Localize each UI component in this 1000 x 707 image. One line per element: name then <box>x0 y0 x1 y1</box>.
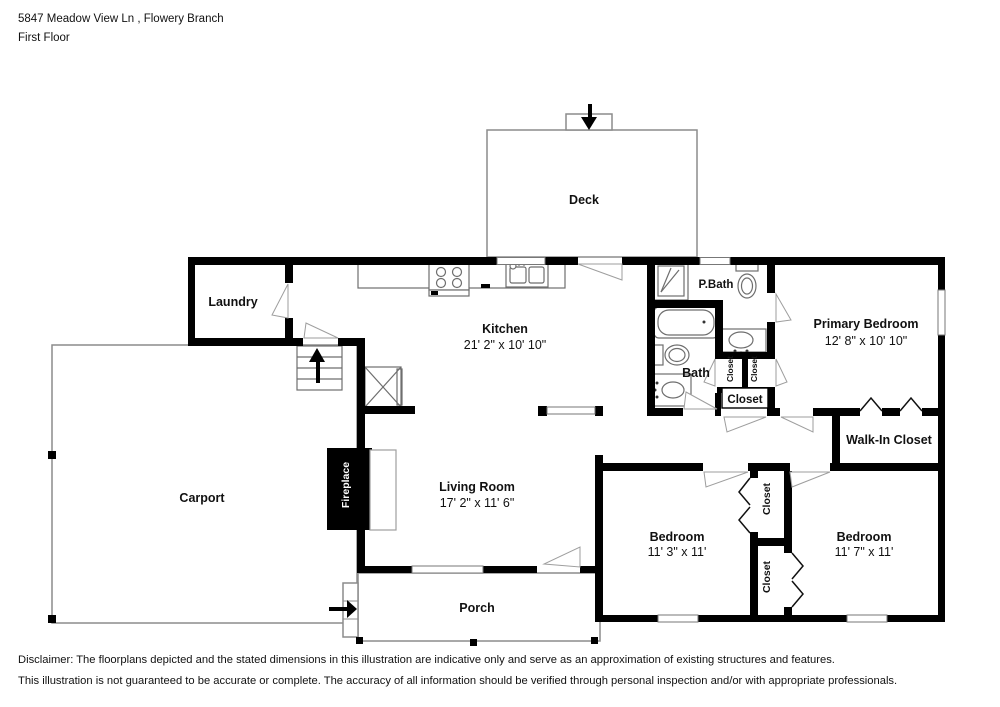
shower-door-line <box>660 267 672 293</box>
primary-bedroom-dims: 12' 8" x 10' 10" <box>825 334 907 348</box>
stove-burner <box>435 277 447 289</box>
fireplace-label: Fireplace <box>340 462 352 508</box>
stairs-up-arrow-shaft <box>316 359 320 383</box>
porch-entry-arrow-shaft <box>329 607 347 611</box>
laundry-door-swing <box>271 283 289 319</box>
disclaimer-line1: Disclaimer: The floorplans depicted and … <box>18 654 835 666</box>
faucet-dot <box>745 349 749 353</box>
stove-front <box>428 289 470 297</box>
hall-closet-door-swing <box>723 416 767 433</box>
stove-burner <box>435 266 447 278</box>
walkin-closet-door-mark <box>899 396 923 412</box>
address-line: 5847 Meadow View Ln , Flowery Branch <box>18 13 224 25</box>
living-room-dims: 17' 2" x 11' 6" <box>440 496 515 510</box>
plan-header: 5847 Meadow View Ln , Flowery Branch Fir… <box>18 10 224 48</box>
stove-mark <box>431 291 438 295</box>
deck-entry-arrow-head <box>581 117 597 130</box>
deck-label: Deck <box>569 193 599 207</box>
bathtub-inner <box>657 309 715 336</box>
carport-post <box>48 451 56 459</box>
stove-burner <box>451 277 463 289</box>
primary-bedroom-label: Primary Bedroom <box>814 317 919 331</box>
window <box>657 614 699 623</box>
kitchen-dims: 21' 2" x 10' 10" <box>464 338 546 352</box>
window <box>937 289 946 336</box>
window <box>496 257 546 265</box>
closet-small-right-label: Closet <box>749 356 759 382</box>
carport-label: Carport <box>179 491 225 505</box>
utility-box-diagonal <box>364 366 402 408</box>
dishwasher-mark <box>481 284 490 288</box>
walkin-closet-label: Walk-In Closet <box>846 433 932 447</box>
bedroom-left-label: Bedroom <box>650 530 705 544</box>
faucet-dot <box>655 381 659 385</box>
deck-door-swing <box>577 263 623 281</box>
bifold-door <box>738 506 751 534</box>
porch-post <box>591 637 598 644</box>
window <box>846 614 888 623</box>
porch-door-swing <box>542 546 581 568</box>
bifold-door <box>738 477 751 506</box>
fireplace-hearth <box>369 449 397 531</box>
walkin-closet-door-mark <box>859 396 883 412</box>
bedroom-left-door-swing <box>703 471 749 488</box>
closet-bedroom-upper-label: Closet <box>761 482 773 515</box>
closet-small-left-label: Closet <box>725 356 735 382</box>
faucet-dot <box>655 395 659 399</box>
bath-vanity-sink <box>661 381 685 399</box>
hall-closet-label: Closet <box>727 394 762 406</box>
closet-bedroom-lower-label: Closet <box>761 560 773 593</box>
bifold-door <box>791 552 804 580</box>
bedroom-left-dims: 11' 3" x 11' <box>648 545 707 559</box>
bifold-door <box>791 580 804 608</box>
living-room-label: Living Room <box>439 480 515 494</box>
cased-opening <box>546 406 596 415</box>
deck-entry-arrow-shaft <box>588 104 592 118</box>
bath-label: Bath <box>682 366 710 380</box>
window <box>411 565 484 574</box>
shower-door-line <box>660 269 680 293</box>
porch-post <box>356 637 363 644</box>
disclaimer: Disclaimer: The floorplans depicted and … <box>18 650 897 692</box>
carport-post <box>48 615 56 623</box>
porch-entry-arrow-head <box>347 600 357 618</box>
closet-small-right-door-swing <box>775 358 788 387</box>
pbath-label: P.Bath <box>699 279 734 291</box>
carport-area <box>51 344 358 624</box>
tub-drain <box>702 320 706 324</box>
carport-entry-door-swing <box>303 322 339 339</box>
bedroom-right-label: Bedroom <box>837 530 892 544</box>
bath-toilet-bowl-inner <box>668 347 686 363</box>
hall-closet-label-box <box>721 387 769 409</box>
pbath-toilet-bowl-inner <box>740 277 754 295</box>
laundry-label: Laundry <box>208 295 257 309</box>
utility-box-panel <box>396 368 403 406</box>
bedroom-right-door-swing <box>789 471 831 488</box>
primary-bedroom-door-swing <box>780 416 814 433</box>
bath-door-swing <box>683 391 718 410</box>
bedroom-right-dims: 11' 7" x 11' <box>835 545 894 559</box>
window <box>699 257 731 265</box>
deck-area <box>486 129 698 258</box>
kitchen-sink-basin <box>528 266 545 284</box>
kitchen-label: Kitchen <box>482 322 528 336</box>
stove <box>428 261 470 291</box>
closet-small-left-door-swing <box>703 358 716 387</box>
faucet-dot <box>733 349 737 353</box>
stove-burner <box>451 266 463 278</box>
kitchen-sink-basin <box>509 266 527 284</box>
floor-line: First Floor <box>18 32 70 44</box>
pbath-vanity-sink <box>728 331 754 349</box>
disclaimer-line2: This illustration is not guaranteed to b… <box>18 675 898 687</box>
porch-label: Porch <box>459 601 494 615</box>
stairs-up-arrow-head <box>309 348 325 362</box>
pbath-door-swing <box>775 292 792 323</box>
porch-post <box>470 639 477 646</box>
fireplace <box>327 448 372 530</box>
